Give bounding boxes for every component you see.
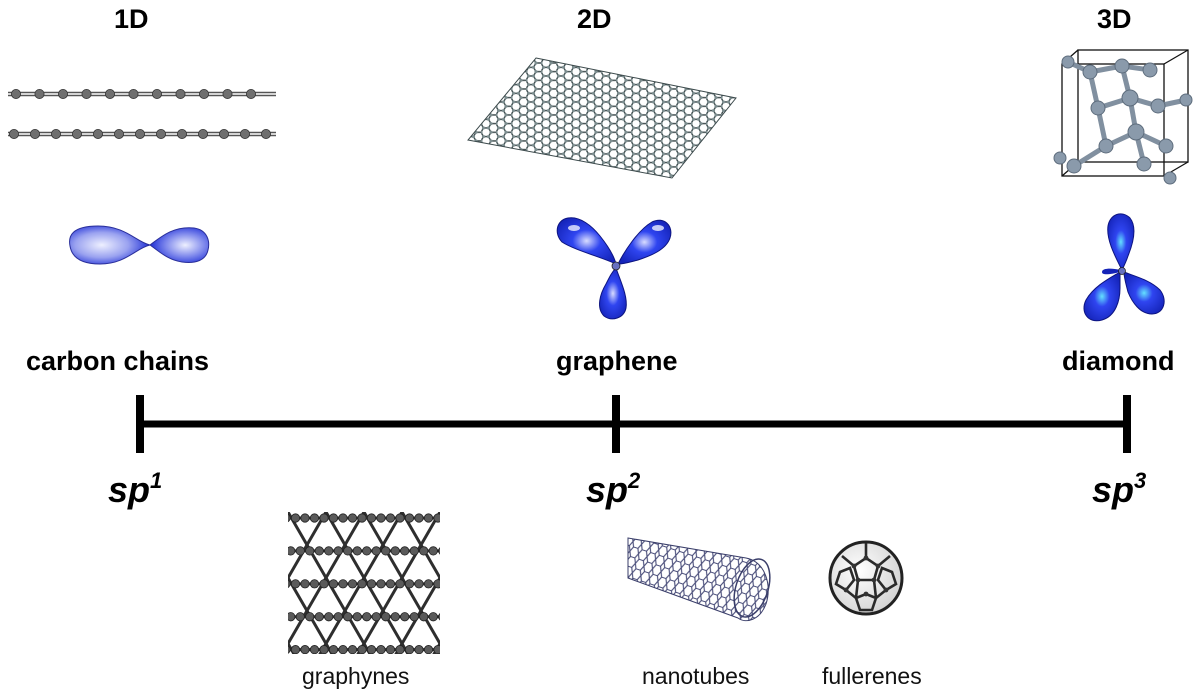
sp3-superscript: 3 [1134, 468, 1147, 493]
sp3-orbital-icon [1083, 213, 1165, 322]
nanotube-illustration [627, 537, 771, 622]
sp1-superscript: 1 [150, 468, 163, 493]
sp1-base: sp [108, 469, 151, 510]
hybridization-label-sp1: sp1 [108, 468, 162, 511]
label-fullerenes: fullerenes [822, 663, 922, 689]
graphyne-illustration [288, 512, 440, 654]
sp3-base: sp [1092, 469, 1135, 510]
sp2-orbital-icon [556, 217, 672, 320]
dimension-label-3d: 3D [1097, 4, 1132, 34]
material-label-diamond: diamond [1062, 346, 1175, 376]
material-label-carbon-chains: carbon chains [26, 346, 210, 376]
graphene-sheet-illustration [467, 57, 737, 179]
label-nanotubes: nanotubes [642, 663, 750, 689]
sp-orbital-icon [69, 225, 210, 265]
material-label-graphene: graphene [556, 346, 678, 376]
diamond-lattice-illustration [1053, 49, 1193, 185]
hybridization-label-sp2: sp2 [586, 468, 640, 511]
dimension-label-2d: 2D [577, 4, 612, 34]
label-graphynes: graphynes [302, 663, 410, 689]
dimension-label-1d: 1D [114, 4, 149, 34]
sp2-base: sp [586, 469, 629, 510]
sp2-superscript: 2 [628, 468, 641, 493]
fullerene-illustration [828, 540, 904, 616]
hybridization-label-sp3: sp3 [1092, 468, 1146, 511]
